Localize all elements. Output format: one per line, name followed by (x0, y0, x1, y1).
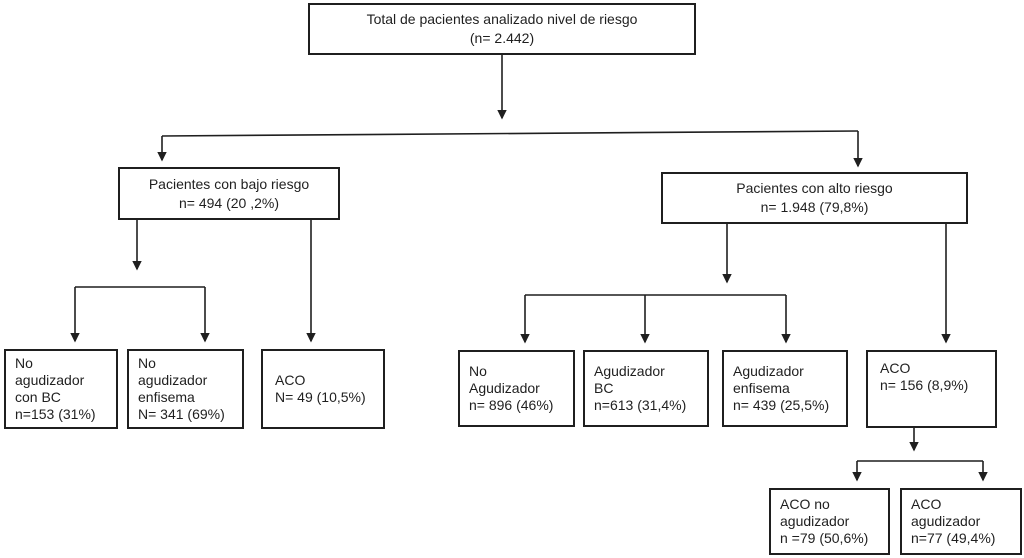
connector-splitter-top (161, 130, 859, 137)
node-alto-riesgo: Pacientes con alto riesgo n= 1.948 (79,8… (661, 172, 968, 224)
node-no-agudizador-alto: No Agudizador n= 896 (46%) (458, 350, 575, 427)
node-text-line: Agudizador (469, 380, 540, 396)
node-aco-agudizador: ACO agudizador n=77 (49,4%) (900, 488, 1022, 555)
node-text-line: enfisema (733, 380, 790, 396)
node-text-line: Agudizador (594, 363, 665, 379)
node-aco-bajo: ACO N= 49 (10,5%) (261, 349, 385, 429)
node-text-line: Total de pacientes analizado nivel de ri… (366, 11, 638, 27)
node-text-line: No (15, 355, 33, 371)
node-text-line: No (138, 355, 156, 371)
node-text-line: N= 49 (10,5%) (275, 389, 366, 405)
node-text-line: No (469, 363, 487, 379)
node-text-line: agudizador (15, 372, 85, 388)
node-text-line: N= 341 (69%) (138, 406, 225, 422)
node-text-line: n =79 (50,6%) (780, 530, 869, 546)
node-text-line: ACO (275, 372, 306, 388)
node-text-line: Pacientes con bajo riesgo (148, 175, 310, 192)
node-text-line: ACO (911, 496, 942, 512)
node-text-line: n= 494 (20 ,2%) (178, 194, 279, 211)
node-text-line: n=77 (49,4%) (911, 530, 996, 546)
node-text-line: n= 156 (8,9%) (880, 377, 969, 393)
node-text-line: con BC (15, 389, 61, 405)
node-text-line: ACO no (780, 496, 830, 512)
node-text-line: BC (594, 380, 614, 396)
node-aco-alto: ACO n= 156 (8,9%) (866, 350, 997, 428)
node-text-line: Agudizador (733, 363, 804, 379)
node-text-line: enfisema (138, 389, 195, 405)
node-aco-no-agudizador: ACO no agudizador n =79 (50,6%) (769, 488, 890, 555)
node-text-line: agudizador (138, 372, 208, 388)
node-no-agudizador-con-bc: No agudizador con BC n=153 (31%) (4, 349, 118, 429)
node-text-line: n= 439 (25,5%) (733, 397, 830, 413)
node-text-line: n=153 (31%) (15, 406, 96, 422)
node-text-line: Pacientes con alto riesgo (736, 180, 893, 196)
node-agudizador-bc: Agudizador BC n=613 (31,4%) (583, 350, 709, 427)
node-text-line: agudizador (780, 513, 850, 529)
node-bajo-riesgo: Pacientes con bajo riesgo n= 494 (20 ,2%… (118, 167, 340, 220)
node-total-patients: Total de pacientes analizado nivel de ri… (308, 3, 696, 55)
node-text-line: n=613 (31,4%) (594, 397, 687, 413)
node-text-line: n= 896 (46%) (469, 397, 554, 413)
node-agudizador-enfisema: Agudizador enfisema n= 439 (25,5%) (722, 350, 848, 427)
node-text-line: ACO (880, 360, 911, 376)
node-text-line: n= 1.948 (79,8%) (760, 199, 869, 215)
node-no-agudizador-enfisema: No agudizador enfisema N= 341 (69%) (127, 349, 244, 429)
node-text-line: (n= 2.442) (469, 30, 535, 46)
node-text-line: agudizador (911, 513, 981, 529)
